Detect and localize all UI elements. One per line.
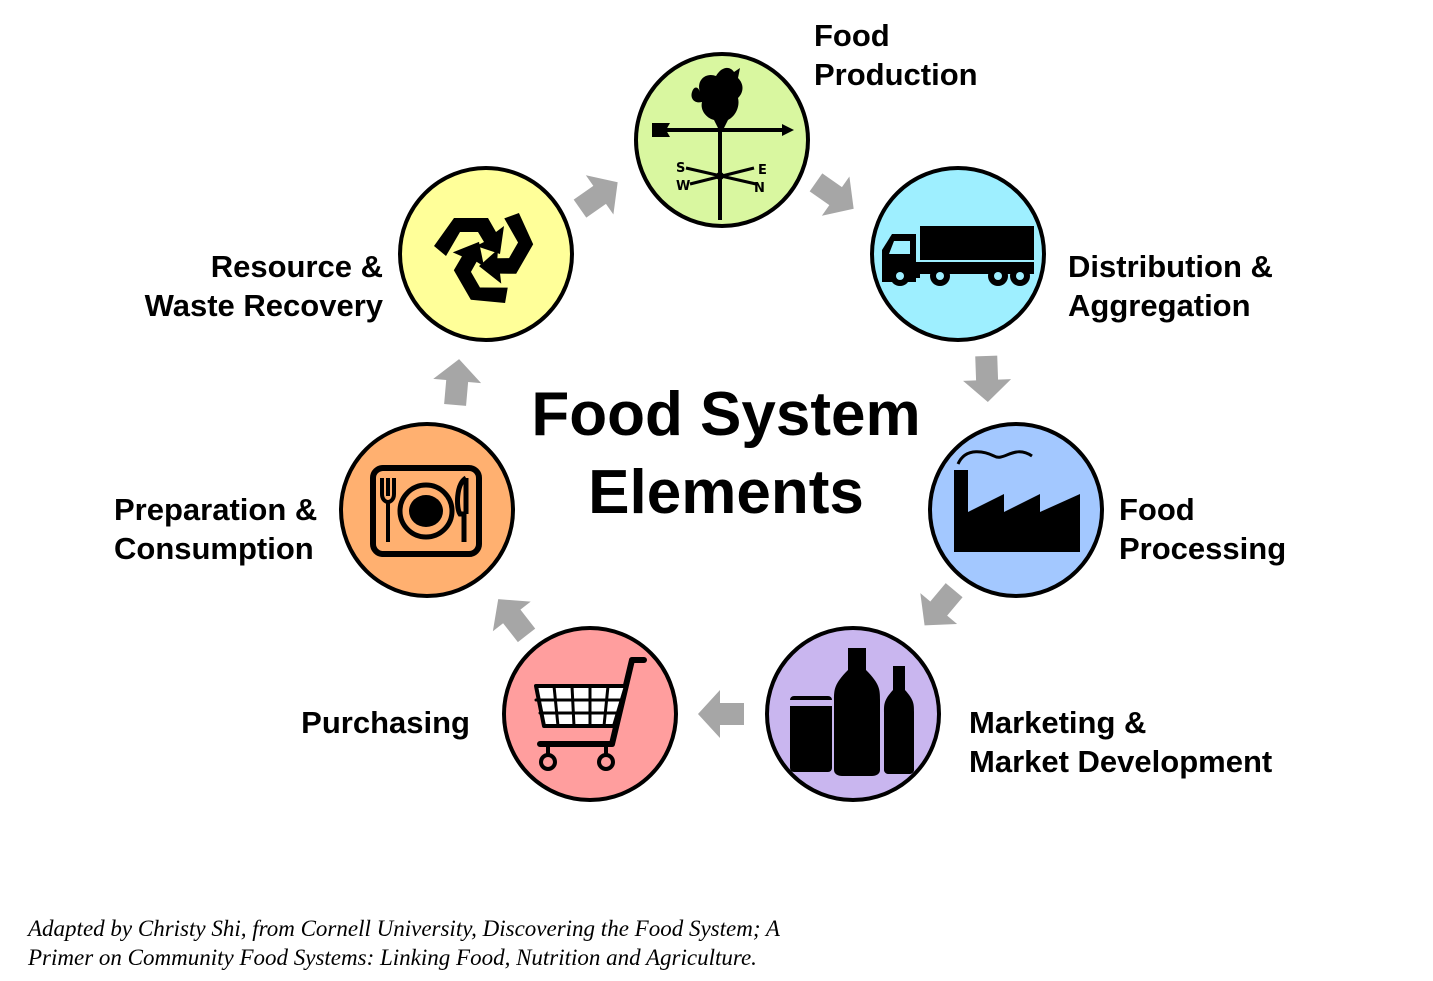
caption-line-2: Primer on Community Food Systems: Linkin… <box>28 945 757 970</box>
place-setting-icon <box>370 465 482 557</box>
flow-arrow-recovery-to-production <box>566 162 632 229</box>
label-line-2: Aggregation <box>1068 288 1251 323</box>
label-line-1: Resource & <box>210 249 383 284</box>
compass-w-letter: W <box>676 179 690 194</box>
compass-n-letter: N <box>754 181 765 196</box>
label-line-1: Food <box>1119 492 1195 527</box>
label-purchasing: Purchasing <box>240 703 470 742</box>
label-preparation-consumption: Preparation & Consumption <box>114 490 317 568</box>
recycle-icon <box>434 212 534 304</box>
label-line-2: Production <box>814 57 978 92</box>
title-line-2: Elements <box>588 458 864 527</box>
node-distribution-aggregation <box>870 166 1046 342</box>
flow-arrow-production-to-distribution <box>802 162 868 229</box>
node-marketing-development <box>765 626 941 802</box>
label-food-processing: Food Processing <box>1119 490 1286 568</box>
node-food-production: S W E N <box>634 52 810 228</box>
node-food-processing <box>928 422 1104 598</box>
label-line-1: Preparation & <box>114 492 318 527</box>
label-distribution-aggregation: Distribution & Aggregation <box>1068 247 1273 325</box>
node-purchasing <box>502 626 678 802</box>
compass-s-letter: S <box>676 161 685 176</box>
node-preparation-consumption <box>339 422 515 598</box>
label-line-1: Purchasing <box>301 705 470 740</box>
bottles-jars-icon <box>790 648 914 776</box>
caption-line-1: Adapted by Christy Shi, from Cornell Uni… <box>28 916 780 941</box>
title-line-1: Food System <box>531 380 921 449</box>
label-line-2: Consumption <box>114 531 314 566</box>
label-food-production: Food Production <box>814 16 978 94</box>
shopping-cart-icon <box>534 657 647 771</box>
label-line-2: Market Development <box>969 744 1273 779</box>
weathervane-rooster-icon <box>652 67 794 220</box>
label-line-1: Food <box>814 18 890 53</box>
factory-icon <box>954 450 1080 552</box>
label-marketing-development: Marketing & Market Development <box>969 703 1272 781</box>
label-resource-recovery: Resource & Waste Recovery <box>100 247 383 325</box>
label-line-1: Distribution & <box>1068 249 1273 284</box>
truck-icon <box>882 226 1034 286</box>
diagram-title: Food System Elements <box>476 376 976 532</box>
compass-e-letter: E <box>758 163 767 178</box>
node-resource-recovery <box>398 166 574 342</box>
flow-arrow-purchasing-to-preparation <box>479 584 546 651</box>
label-line-2: Processing <box>1119 531 1287 566</box>
label-line-2: Waste Recovery <box>144 288 383 323</box>
label-line-1: Marketing & <box>969 705 1147 740</box>
flow-arrow-marketing-to-purchasing <box>698 690 744 738</box>
flow-arrow-processing-to-marketing <box>906 574 973 641</box>
source-caption: Adapted by Christy Shi, from Cornell Uni… <box>28 914 780 972</box>
